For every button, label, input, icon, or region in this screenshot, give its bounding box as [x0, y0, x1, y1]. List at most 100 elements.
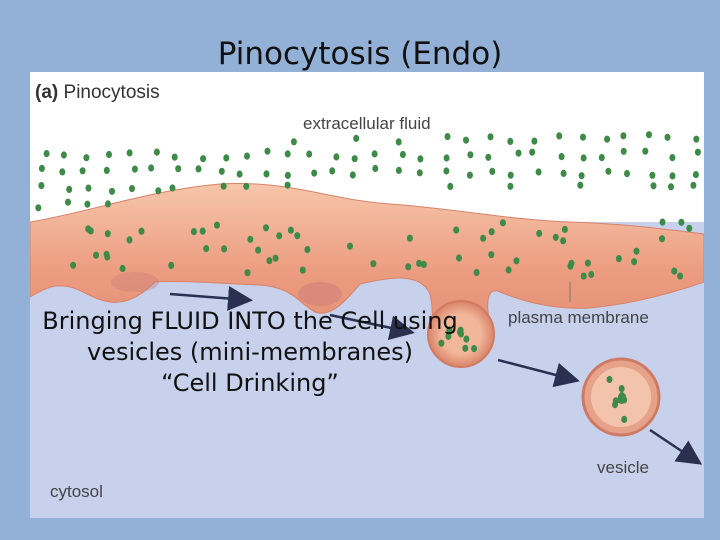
fluid-particle	[443, 154, 450, 162]
fluid-particle	[458, 330, 464, 338]
slide-title: Pinocytosis (Endo)	[217, 36, 503, 72]
arrow-3	[497, 358, 580, 388]
fluid-particle	[446, 326, 453, 334]
panel-title: (a) Pinocytosis	[35, 82, 160, 104]
fluid-particle	[567, 262, 574, 270]
fluid-particles	[35, 131, 701, 423]
fluid-particle	[615, 255, 622, 263]
fluid-particle	[126, 236, 133, 244]
fluid-particle	[287, 226, 294, 234]
fluid-particle	[220, 182, 227, 190]
fluid-particle	[659, 235, 665, 243]
fluid-particle	[347, 242, 353, 250]
fluid-particle	[266, 257, 273, 265]
fluid-particle	[515, 149, 522, 157]
fluid-particle	[471, 345, 478, 353]
fluid-particle	[395, 166, 402, 174]
fluid-particle	[153, 148, 160, 156]
fluid-particle	[349, 171, 356, 179]
fluid-particle	[580, 133, 586, 141]
fluid-particle	[463, 136, 469, 144]
fluid-particle	[59, 168, 66, 176]
fluid-particle	[83, 154, 90, 162]
fluid-particle	[85, 225, 92, 233]
caption-line-2: vesicles (mini-membranes)	[86, 338, 414, 366]
arrow-1	[169, 286, 253, 311]
fluid-particle	[690, 181, 697, 189]
fluid-particle	[263, 170, 270, 178]
fluid-particle	[294, 232, 301, 240]
fluid-particle	[588, 270, 595, 279]
fluid-particle	[529, 148, 536, 156]
fluid-particle	[85, 184, 92, 192]
fluid-particle	[43, 150, 50, 158]
fluid-particle	[531, 137, 538, 145]
arrow-4	[649, 428, 703, 465]
fluid-particle	[650, 182, 657, 190]
fluid-particle	[103, 166, 110, 174]
fluid-particle	[105, 200, 111, 208]
fluid-particle	[106, 150, 112, 159]
fluid-particle	[247, 235, 254, 243]
fluid-particle	[244, 152, 250, 160]
fluid-particle	[200, 155, 207, 163]
vesicle-label: vesicle	[597, 458, 649, 477]
fluid-particle	[664, 133, 671, 141]
fluid-particle	[443, 167, 450, 175]
fluid-particle	[276, 232, 283, 240]
fluid-particle	[693, 135, 700, 143]
fluid-particle	[333, 153, 340, 161]
fluid-particle	[558, 153, 565, 161]
fluid-particle	[35, 204, 42, 212]
pinocytosis-diagram	[30, 131, 704, 518]
fluid-particle	[669, 154, 676, 162]
fluid-particle	[488, 251, 495, 259]
caption-line-3: “Cell Drinking”	[161, 369, 339, 397]
fluid-particle	[605, 167, 612, 175]
fluid-particle	[138, 227, 145, 235]
fluid-particle	[148, 164, 155, 172]
fluid-particle	[290, 138, 297, 146]
fluid-particle	[395, 138, 402, 146]
fluid-particle	[621, 415, 628, 423]
fluid-particle	[489, 167, 496, 175]
fluid-particle	[255, 246, 262, 254]
fluid-particle	[416, 169, 423, 177]
fluid-particle	[499, 219, 506, 227]
fluid-particle	[668, 183, 674, 191]
fluid-particle	[513, 257, 520, 265]
fluid-particle	[203, 245, 210, 253]
fluid-particle	[168, 261, 175, 269]
fluid-particle	[420, 260, 427, 268]
fluid-particle	[507, 182, 514, 190]
fluid-particle	[60, 151, 67, 159]
fluid-particle	[236, 170, 243, 178]
fluid-particle	[299, 266, 306, 274]
fluid-particle	[444, 133, 451, 141]
fluid-particle	[38, 164, 45, 172]
caption: Bringing FLUID INTO the Cell using vesic…	[40, 306, 460, 399]
fluid-particle	[649, 171, 656, 179]
cytosol-label: cytosol	[50, 482, 103, 501]
fluid-particle	[620, 147, 627, 155]
fluid-particle	[445, 332, 452, 340]
fluid-particle	[218, 167, 225, 175]
pinocytosis-figure: (a) Pinocytosis extracellular fluid plas…	[30, 72, 704, 518]
fluid-particle	[284, 150, 291, 158]
caption-line-1: Bringing FLUID INTO the Cell using	[42, 307, 458, 335]
fluid-particle	[535, 168, 542, 176]
fluid-particle	[646, 131, 652, 139]
fluid-particle	[264, 147, 271, 155]
panel-letter: (a)	[35, 82, 59, 103]
fluid-particle	[659, 218, 666, 226]
fluid-particle	[669, 172, 676, 180]
fluid-particle	[552, 233, 559, 241]
fluid-particle	[155, 187, 162, 195]
fluid-particle	[473, 268, 480, 277]
plasma-membrane-label: plasma membrane	[508, 308, 649, 327]
fluid-particle	[284, 171, 291, 179]
fluid-particle	[306, 150, 313, 158]
fluid-particle	[175, 165, 182, 173]
fluid-particle	[190, 228, 197, 236]
fluid-particle	[561, 225, 568, 233]
